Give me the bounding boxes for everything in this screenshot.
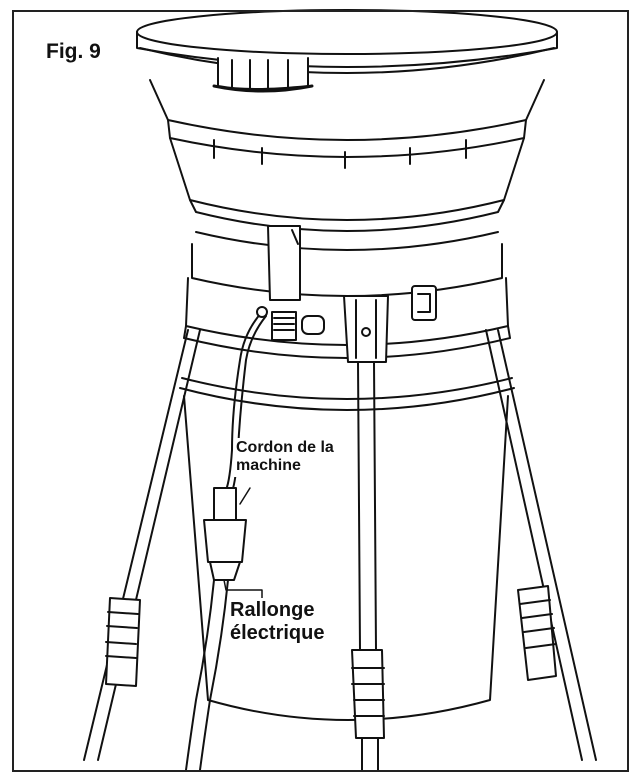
extension-cord-callout-line2: électrique	[230, 622, 325, 644]
leg-right	[485, 329, 597, 761]
machine-cord-callout-line2: machine	[236, 457, 301, 475]
upper-bowl	[149, 79, 545, 232]
side-latch	[411, 285, 437, 321]
figure-label: Fig. 9	[46, 40, 101, 63]
figure-frame	[12, 10, 629, 772]
leg-left	[83, 329, 201, 761]
front-bracket	[343, 295, 389, 363]
machine-cord-callout-line1: Cordon de la	[236, 439, 334, 456]
latch	[267, 225, 325, 341]
lid-handle	[212, 57, 314, 93]
leg-front	[351, 361, 385, 771]
extension-cord-callout-line1: Rallonge	[230, 599, 315, 621]
extension-cord-callout: Rallonge électrique	[228, 598, 327, 646]
machine-cord-line	[203, 306, 268, 581]
bucket	[183, 395, 509, 721]
extension-cord-line	[185, 579, 229, 771]
machine-cord-callout: Cordon de la machine	[234, 438, 336, 477]
